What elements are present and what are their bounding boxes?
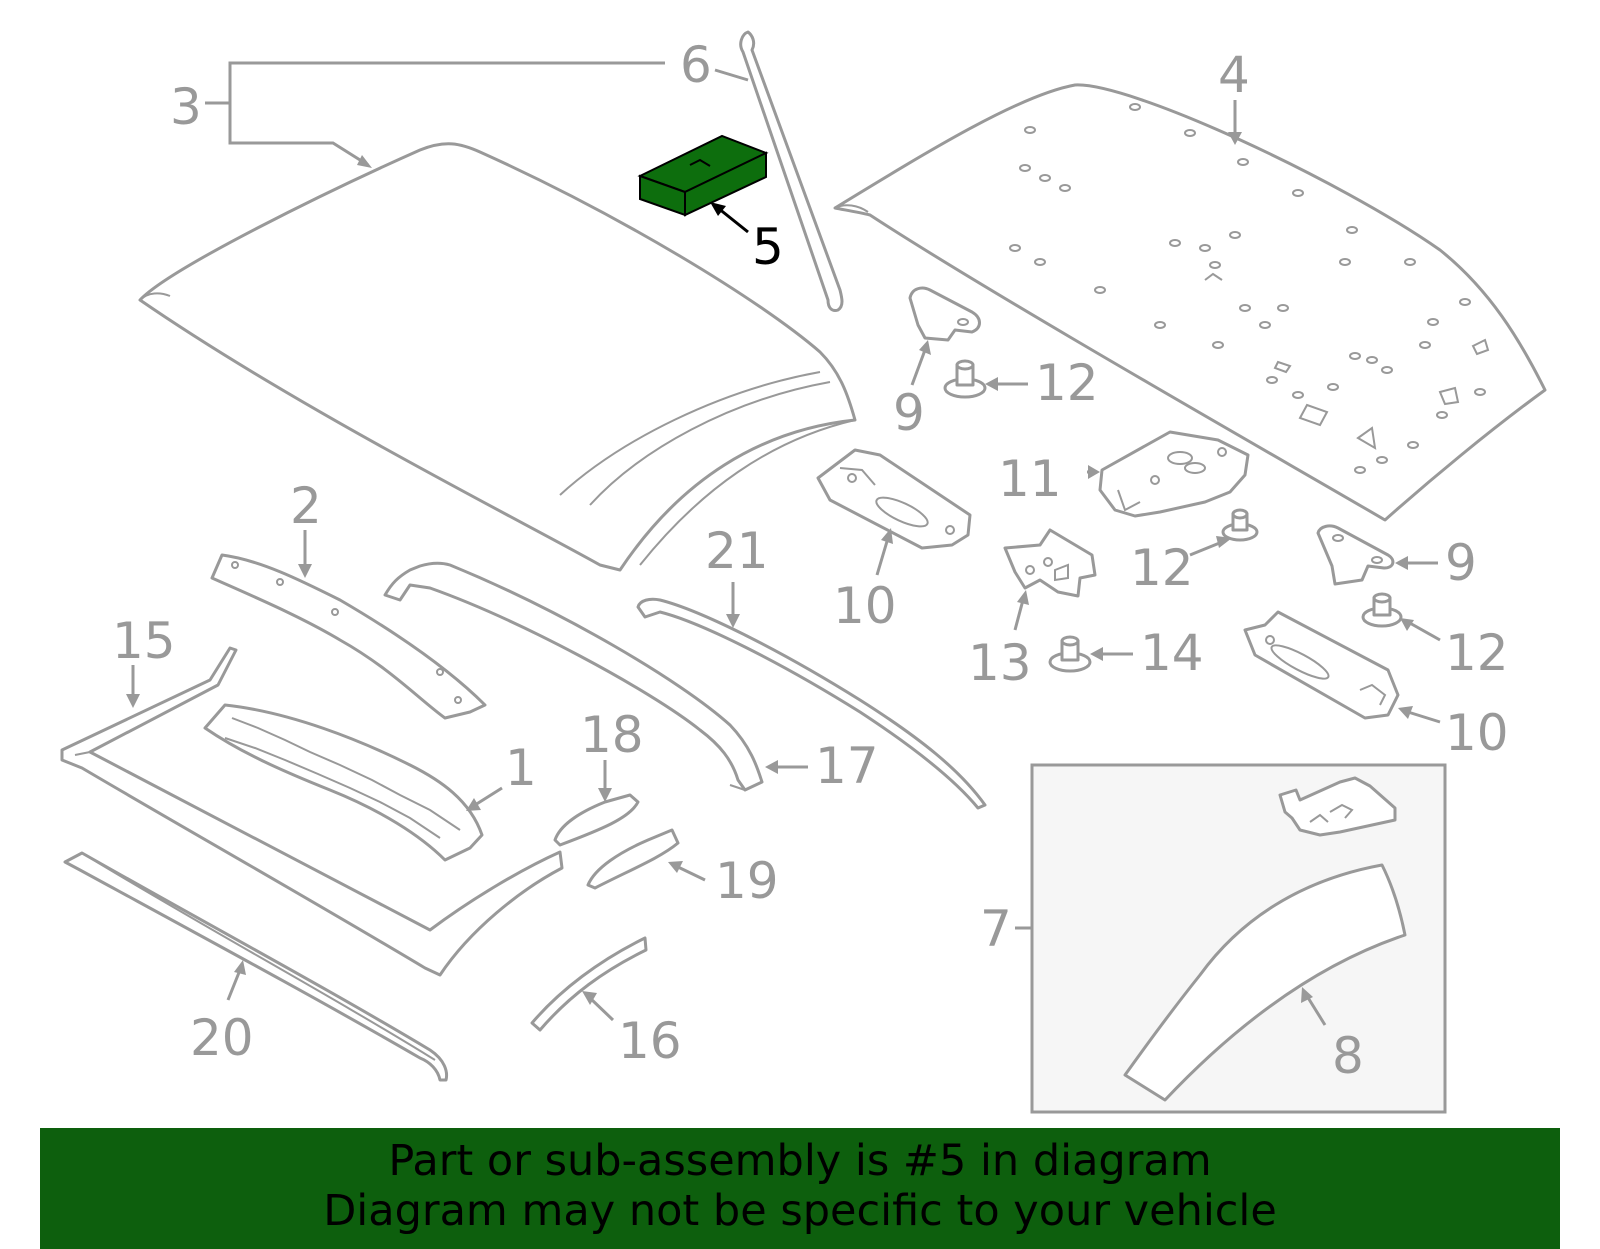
part-1-reinforcement[interactable] <box>203 703 484 862</box>
callout-9-lower: 9 <box>1445 534 1477 592</box>
arrow-12-middle <box>1216 536 1232 548</box>
leader-10-upper <box>875 537 890 576</box>
arrow-5 <box>710 202 726 216</box>
callout-21: 21 <box>705 522 769 580</box>
callout-9-upper: 9 <box>893 384 925 442</box>
leader-10-lower <box>1407 710 1441 724</box>
leader-5 <box>717 206 749 234</box>
callout-5: 5 <box>752 218 784 276</box>
part-10-bracket-upper[interactable] <box>816 448 972 550</box>
callout-12-lower: 12 <box>1445 624 1509 682</box>
arrow-1 <box>466 798 481 811</box>
arrow-20 <box>234 960 246 975</box>
arrow-10-upper <box>881 528 893 544</box>
leader-8 <box>1305 995 1327 1026</box>
arrow-17 <box>765 760 778 774</box>
leader-1 <box>474 786 503 807</box>
callout-16: 16 <box>618 1012 682 1070</box>
callout-7: 7 <box>980 900 1012 958</box>
arrow-18 <box>598 788 612 802</box>
arrow-10-lower <box>1398 706 1413 719</box>
part-7-bracket-small <box>1278 776 1397 837</box>
callout-6: 6 <box>680 36 712 94</box>
part-9-bracket-lower[interactable] <box>1316 524 1395 586</box>
part-12-fastener-middle[interactable] <box>1221 508 1259 542</box>
callout-4: 4 <box>1218 46 1250 104</box>
arrow-19 <box>668 861 683 873</box>
callout-12-middle: 12 <box>1130 539 1194 597</box>
arrow-9-lower <box>1395 556 1408 570</box>
callout-3: 3 <box>170 78 202 136</box>
arrow-9-upper <box>919 340 931 355</box>
part-13-bracket[interactable] <box>1003 528 1097 598</box>
part-6-rod[interactable] <box>739 30 844 312</box>
arrow-4 <box>1228 132 1242 145</box>
leader-16 <box>588 996 615 1022</box>
arrow-15 <box>126 694 140 708</box>
part-21-molding[interactable] <box>636 597 987 810</box>
part-12-fastener-lower[interactable] <box>1361 592 1403 628</box>
part-4-headliner[interactable] <box>833 83 1547 522</box>
part-18-trim[interactable] <box>553 793 640 847</box>
callout-14: 14 <box>1140 624 1204 682</box>
part-11-latch[interactable] <box>1098 430 1250 518</box>
leader-20 <box>226 969 242 1001</box>
part-20-strip[interactable] <box>63 851 449 1082</box>
arrow-16 <box>582 991 597 1005</box>
callout-3-bracket <box>205 61 665 168</box>
leader-12-lower <box>1407 620 1441 642</box>
part-7-assembly-box[interactable] <box>1030 763 1447 1114</box>
leader-12-middle <box>1189 540 1223 557</box>
arrow-2 <box>298 564 312 578</box>
banner-line-2: Diagram may not be specific to your vehi… <box>323 1186 1277 1236</box>
part-8-cover <box>1123 863 1407 1102</box>
part-17-side-rail[interactable] <box>383 561 764 792</box>
callout-19: 19 <box>715 852 779 910</box>
callout-15: 15 <box>112 612 176 670</box>
leader-9-upper <box>910 349 927 386</box>
part-9-bracket-upper[interactable] <box>908 286 981 342</box>
arrow-12-upper <box>985 377 998 391</box>
leader-13 <box>1013 599 1025 631</box>
callout-10-lower: 10 <box>1445 704 1509 762</box>
callout-2: 2 <box>290 477 322 535</box>
callout-8: 8 <box>1332 1027 1364 1085</box>
callout-11: 11 <box>998 450 1062 508</box>
arrow-21 <box>726 614 740 628</box>
leader-19 <box>677 865 706 882</box>
leader-6 <box>714 68 749 82</box>
part-16-trim[interactable] <box>530 936 648 1032</box>
callout-18: 18 <box>580 706 644 764</box>
arrow-11 <box>1088 465 1100 479</box>
part-14-fastener[interactable] <box>1048 635 1092 673</box>
part-2-header-bar[interactable] <box>210 553 487 720</box>
arrow-14 <box>1090 647 1103 661</box>
banner-line-1: Part or sub-assembly is #5 in diagram <box>388 1136 1212 1186</box>
part-5-highlighted[interactable] <box>637 134 769 217</box>
part-10-bracket-lower[interactable] <box>1243 610 1400 720</box>
callout-17: 17 <box>815 737 879 795</box>
part-15-frame[interactable] <box>60 646 564 977</box>
callout-10-upper: 10 <box>833 577 897 635</box>
info-banner: Part or sub-assembly is #5 in diagram Di… <box>40 1128 1560 1249</box>
arrow-12-lower <box>1400 618 1414 631</box>
arrow-8 <box>1301 987 1313 1003</box>
callout-20: 20 <box>190 1009 254 1067</box>
part-3-roof-panel[interactable] <box>138 142 857 572</box>
callout-13: 13 <box>968 634 1032 692</box>
part-19-trim[interactable] <box>586 828 680 890</box>
part-12-fastener-upper[interactable] <box>943 359 987 399</box>
callout-1: 1 <box>505 739 537 797</box>
callout-12-upper: 12 <box>1035 354 1099 412</box>
arrow-13 <box>1017 590 1029 605</box>
